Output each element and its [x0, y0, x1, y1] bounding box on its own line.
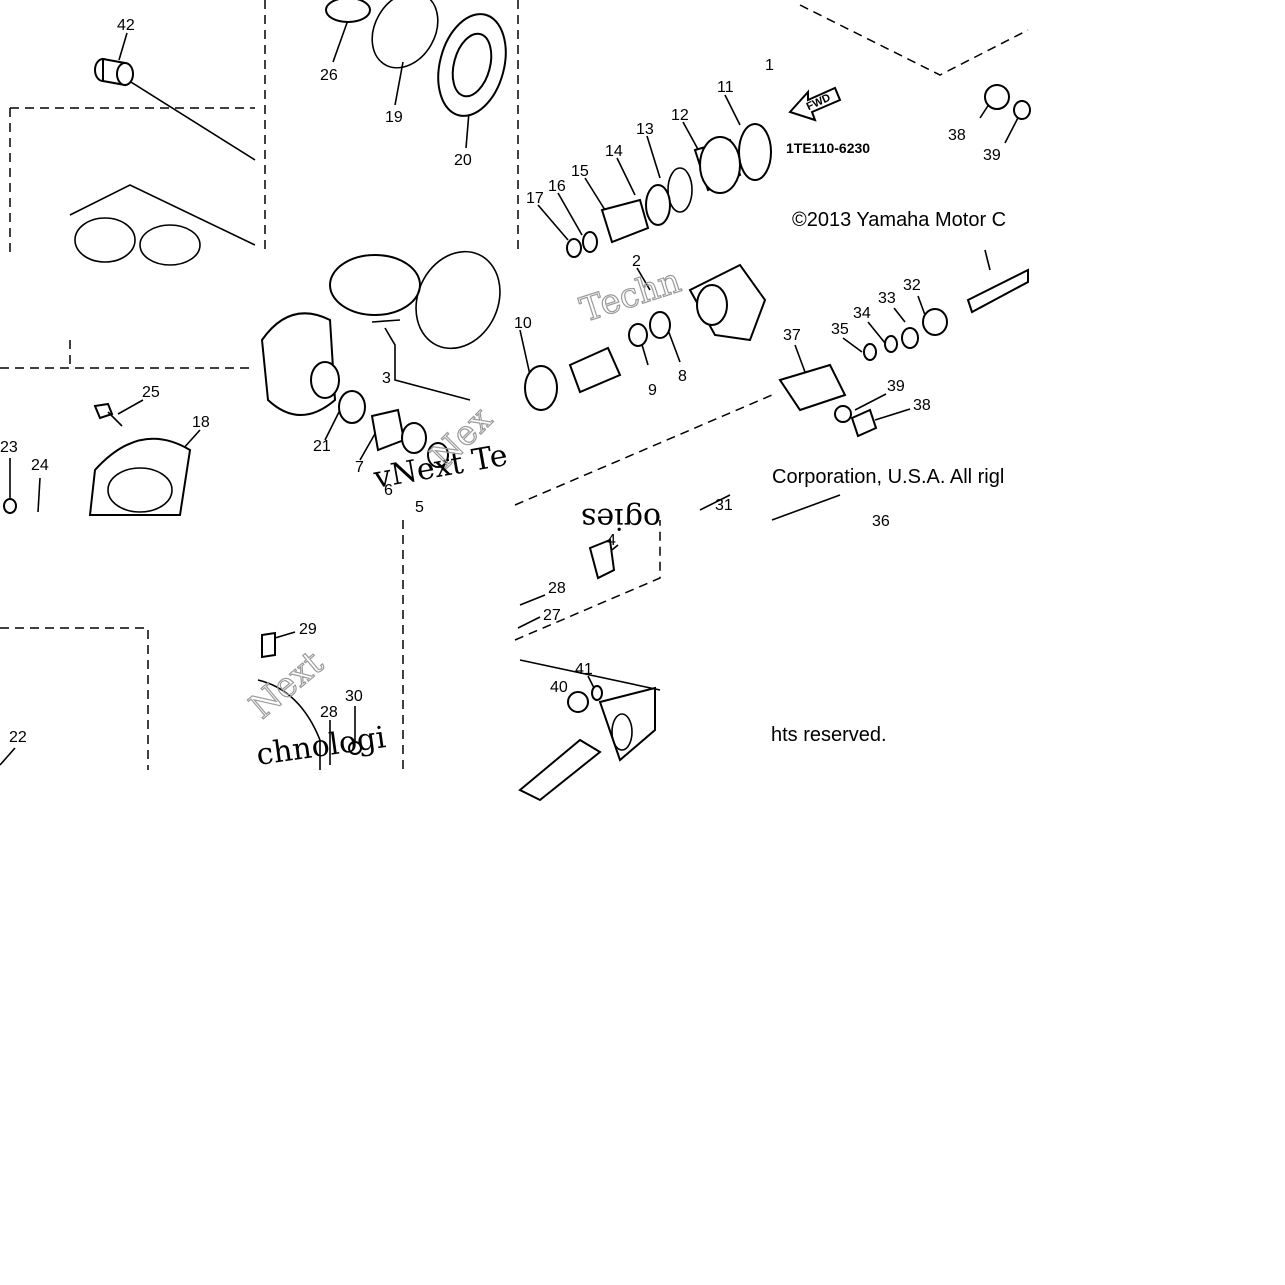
copyright-part-2: Corporation, U.S.A. All rigl [772, 466, 1004, 488]
callout-41: 41 [575, 661, 593, 678]
callout-8: 8 [678, 368, 687, 385]
callout-14: 14 [605, 143, 623, 160]
callout-21: 21 [313, 438, 331, 455]
callout-1: 1 [765, 57, 774, 74]
callout-35: 35 [831, 321, 849, 338]
callout-39-top: 39 [983, 147, 1001, 164]
callout-20: 20 [454, 152, 472, 169]
callout-36: 36 [872, 513, 890, 530]
dashed-boundaries [0, 0, 1029, 770]
copyright-part-3: hts reserved. [771, 724, 887, 746]
callout-39-lower: 39 [887, 378, 905, 395]
callout-17: 17 [526, 190, 544, 207]
part-code-label: 1TE110-6230 [786, 140, 870, 156]
callout-6: 6 [384, 482, 393, 499]
callout-15: 15 [571, 163, 589, 180]
copyright-part-1: ©2013 Yamaha Motor C [792, 209, 1006, 231]
callout-37: 37 [783, 327, 801, 344]
callout-16: 16 [548, 178, 566, 195]
watermark-segment-3: ogies [581, 501, 661, 536]
callout-4: 4 [607, 532, 616, 549]
callout-38-lower: 38 [913, 397, 931, 414]
callout-12: 12 [671, 107, 689, 124]
callout-3: 3 [382, 370, 391, 387]
callout-19: 19 [385, 109, 403, 126]
callout-42: 42 [117, 17, 135, 34]
callout-31: 31 [715, 497, 733, 514]
callout-22: 22 [9, 729, 27, 746]
callout-26: 26 [320, 67, 338, 84]
callout-18: 18 [192, 414, 210, 431]
callout-25: 25 [142, 384, 160, 401]
callout-29: 29 [299, 621, 317, 638]
callout-40: 40 [550, 679, 568, 696]
callout-34: 34 [853, 305, 871, 322]
callout-10: 10 [514, 315, 532, 332]
callout-30: 30 [345, 688, 363, 705]
callout-2: 2 [632, 253, 641, 270]
callout-23: 23 [0, 439, 18, 456]
callout-28: 28 [548, 580, 566, 597]
callout-28-lower: 28 [320, 704, 338, 721]
callout-38-top: 38 [948, 127, 966, 144]
callout-13: 13 [636, 121, 654, 138]
callout-32: 32 [903, 277, 921, 294]
components [3, 0, 1031, 802]
callout-11: 11 [717, 79, 734, 96]
watermark-segment-5: chnologi [254, 720, 388, 773]
watermark-segment-4: Next [242, 643, 331, 727]
callout-5: 5 [415, 499, 424, 516]
part-callouts: 42 26 19 20 11 12 13 14 15 16 17 2 10 9 … [0, 17, 1001, 746]
callout-7: 7 [355, 459, 364, 476]
callout-24: 24 [31, 457, 49, 474]
callout-33: 33 [878, 290, 896, 307]
callout-27: 27 [543, 607, 561, 624]
callout-9: 9 [648, 382, 657, 399]
